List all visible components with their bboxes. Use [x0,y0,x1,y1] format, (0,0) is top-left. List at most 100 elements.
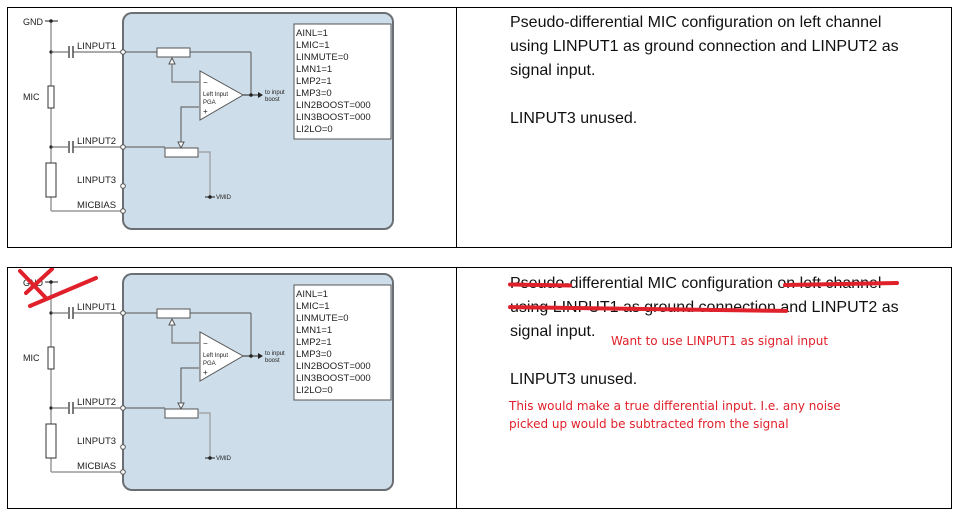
pin-node [120,49,126,55]
microphone-icon [47,85,55,109]
register-item: LIN3BOOST=000 [296,112,371,123]
circuit-svg: GND LINPUT1 MIC LINPUT2 LINPU [23,12,394,230]
description-cell: Pseudo-differential MIC configuration on… [457,268,951,508]
arrow-right-icon [258,353,263,359]
junction-node [249,354,253,358]
register-item: LINMUTE=0 [296,52,349,63]
junction-node [249,93,253,97]
mic-label: MIC [23,92,40,102]
register-item: LI2LO=0 [296,124,333,135]
register-item: LIN2BOOST=000 [296,100,371,111]
pin-label-linput3: LINPUT3 [77,175,116,186]
description-line-4: LINPUT3 unused. [510,110,638,127]
register-item: LMN1=1 [296,64,332,75]
pin-label-linput1: LINPUT1 [77,41,116,52]
register-item: LINMUTE=0 [296,313,349,324]
gnd-node [49,280,53,284]
register-item: LIN2BOOST=000 [296,361,371,372]
circuit-svg: GND LINPUT1 MIC LINPUT2 LINPUT3 [18,267,394,491]
register-item: LMP3=0 [296,88,332,99]
gain-resistor-bottom [164,147,199,158]
pin-node [120,405,126,411]
red-cross-out-mark [18,267,98,308]
register-item: LMIC=1 [296,40,330,51]
pin-node [120,208,126,214]
gain-resistor-top [156,308,191,319]
pga-minus: − [203,339,208,348]
pga-plus: + [203,368,208,377]
description-line-4: LINPUT3 unused. [510,371,638,388]
register-list: AINL=1 LMIC=1 LINMUTE=0 LMN1=1 LMP2=1 LM… [296,28,371,135]
register-item: LMP2=1 [296,337,332,348]
register-item: AINL=1 [296,289,328,300]
pin-node [120,469,126,475]
circuit-diagram: GND LINPUT1 MIC LINPUT2 LINPUT3 [8,267,456,508]
pin-node [120,144,126,150]
pin-node [120,183,126,189]
gain-resistor-top [156,47,191,58]
description-line-3: signal input. [510,323,596,340]
pga-plus: + [203,107,208,116]
pin-node [120,310,126,316]
pin-node [120,444,126,450]
column-divider [456,267,457,509]
pga-amplifier-icon [199,70,245,121]
gain-resistor-bottom [164,408,199,419]
gnd-node [49,19,53,23]
gnd-label: GND [23,17,44,27]
output-label-2: boost [265,358,280,364]
vmid-label: VMID [216,195,232,201]
register-item: AINL=1 [296,28,328,39]
pin-label-micbias: MICBIAS [77,200,116,211]
vmid-node [208,456,212,460]
pga-label-2: PGA [203,100,216,106]
register-item: LMP3=0 [296,349,332,360]
cross-stroke [24,267,54,295]
annotation-note-2-line-1: This would make a true differential inpu… [509,399,841,413]
wire [171,64,199,83]
mic-label: MIC [23,353,40,363]
pin-label-linput1: LINPUT1 [77,302,116,313]
table-row-1: GND LINPUT1 MIC LINPUT2 LINPU [7,7,952,248]
register-item: LIN3BOOST=000 [296,373,371,384]
register-list: AINL=1 LMIC=1 LINMUTE=0 LMN1=1 LMP2=1 LM… [296,289,371,396]
pga-minus: − [203,78,208,87]
column-divider [456,7,457,248]
register-item: LMN1=1 [296,325,332,336]
vmid-label: VMID [216,456,232,462]
pga-amplifier-icon [199,331,245,382]
description-cell: Pseudo-differential MIC configuration on… [457,8,951,247]
wire [198,151,211,197]
pga-label-1: Left Input [203,353,228,359]
register-item: LMP2=1 [296,76,332,87]
output-label-1: to input [265,351,285,357]
pin-label-micbias: MICBIAS [77,461,116,472]
output-label-2: boost [265,97,280,103]
microphone-icon [47,346,55,370]
resistor-icon [45,423,57,459]
table-row-2: GND LINPUT1 MIC LINPUT2 LINPUT3 [7,267,952,509]
wire [171,325,199,344]
register-item: LI2LO=0 [296,385,333,396]
wire [198,412,211,458]
pin-label-linput2: LINPUT2 [77,136,116,147]
wiper-arrow-icon [177,141,185,150]
description-line-1: Pseudo-differential MIC configuration on… [510,14,882,31]
pga-label-2: PGA [203,361,216,367]
circuit-diagram: GND LINPUT1 MIC LINPUT2 LINPU [8,8,456,247]
arrow-right-icon [258,92,263,98]
register-item: LMIC=1 [296,301,330,312]
description-line-2: using LINPUT1 as ground connection and L… [510,38,899,55]
vmid-node [208,195,212,199]
wire [180,106,199,142]
wiper-arrow-icon [177,402,185,411]
register-settings-box [293,23,392,140]
pin-label-linput2: LINPUT2 [77,397,116,408]
cross-stroke [28,276,98,308]
resistor-icon [45,162,57,198]
annotation-note-2-line-2: picked up would be subtracted from the s… [509,417,789,431]
wire [180,367,199,403]
description-line-1: Pseudo-differential MIC configuration on… [510,275,882,292]
description-line-3: signal input. [510,62,596,79]
annotation-note-1: Want to use LINPUT1 as signal input [611,334,829,348]
